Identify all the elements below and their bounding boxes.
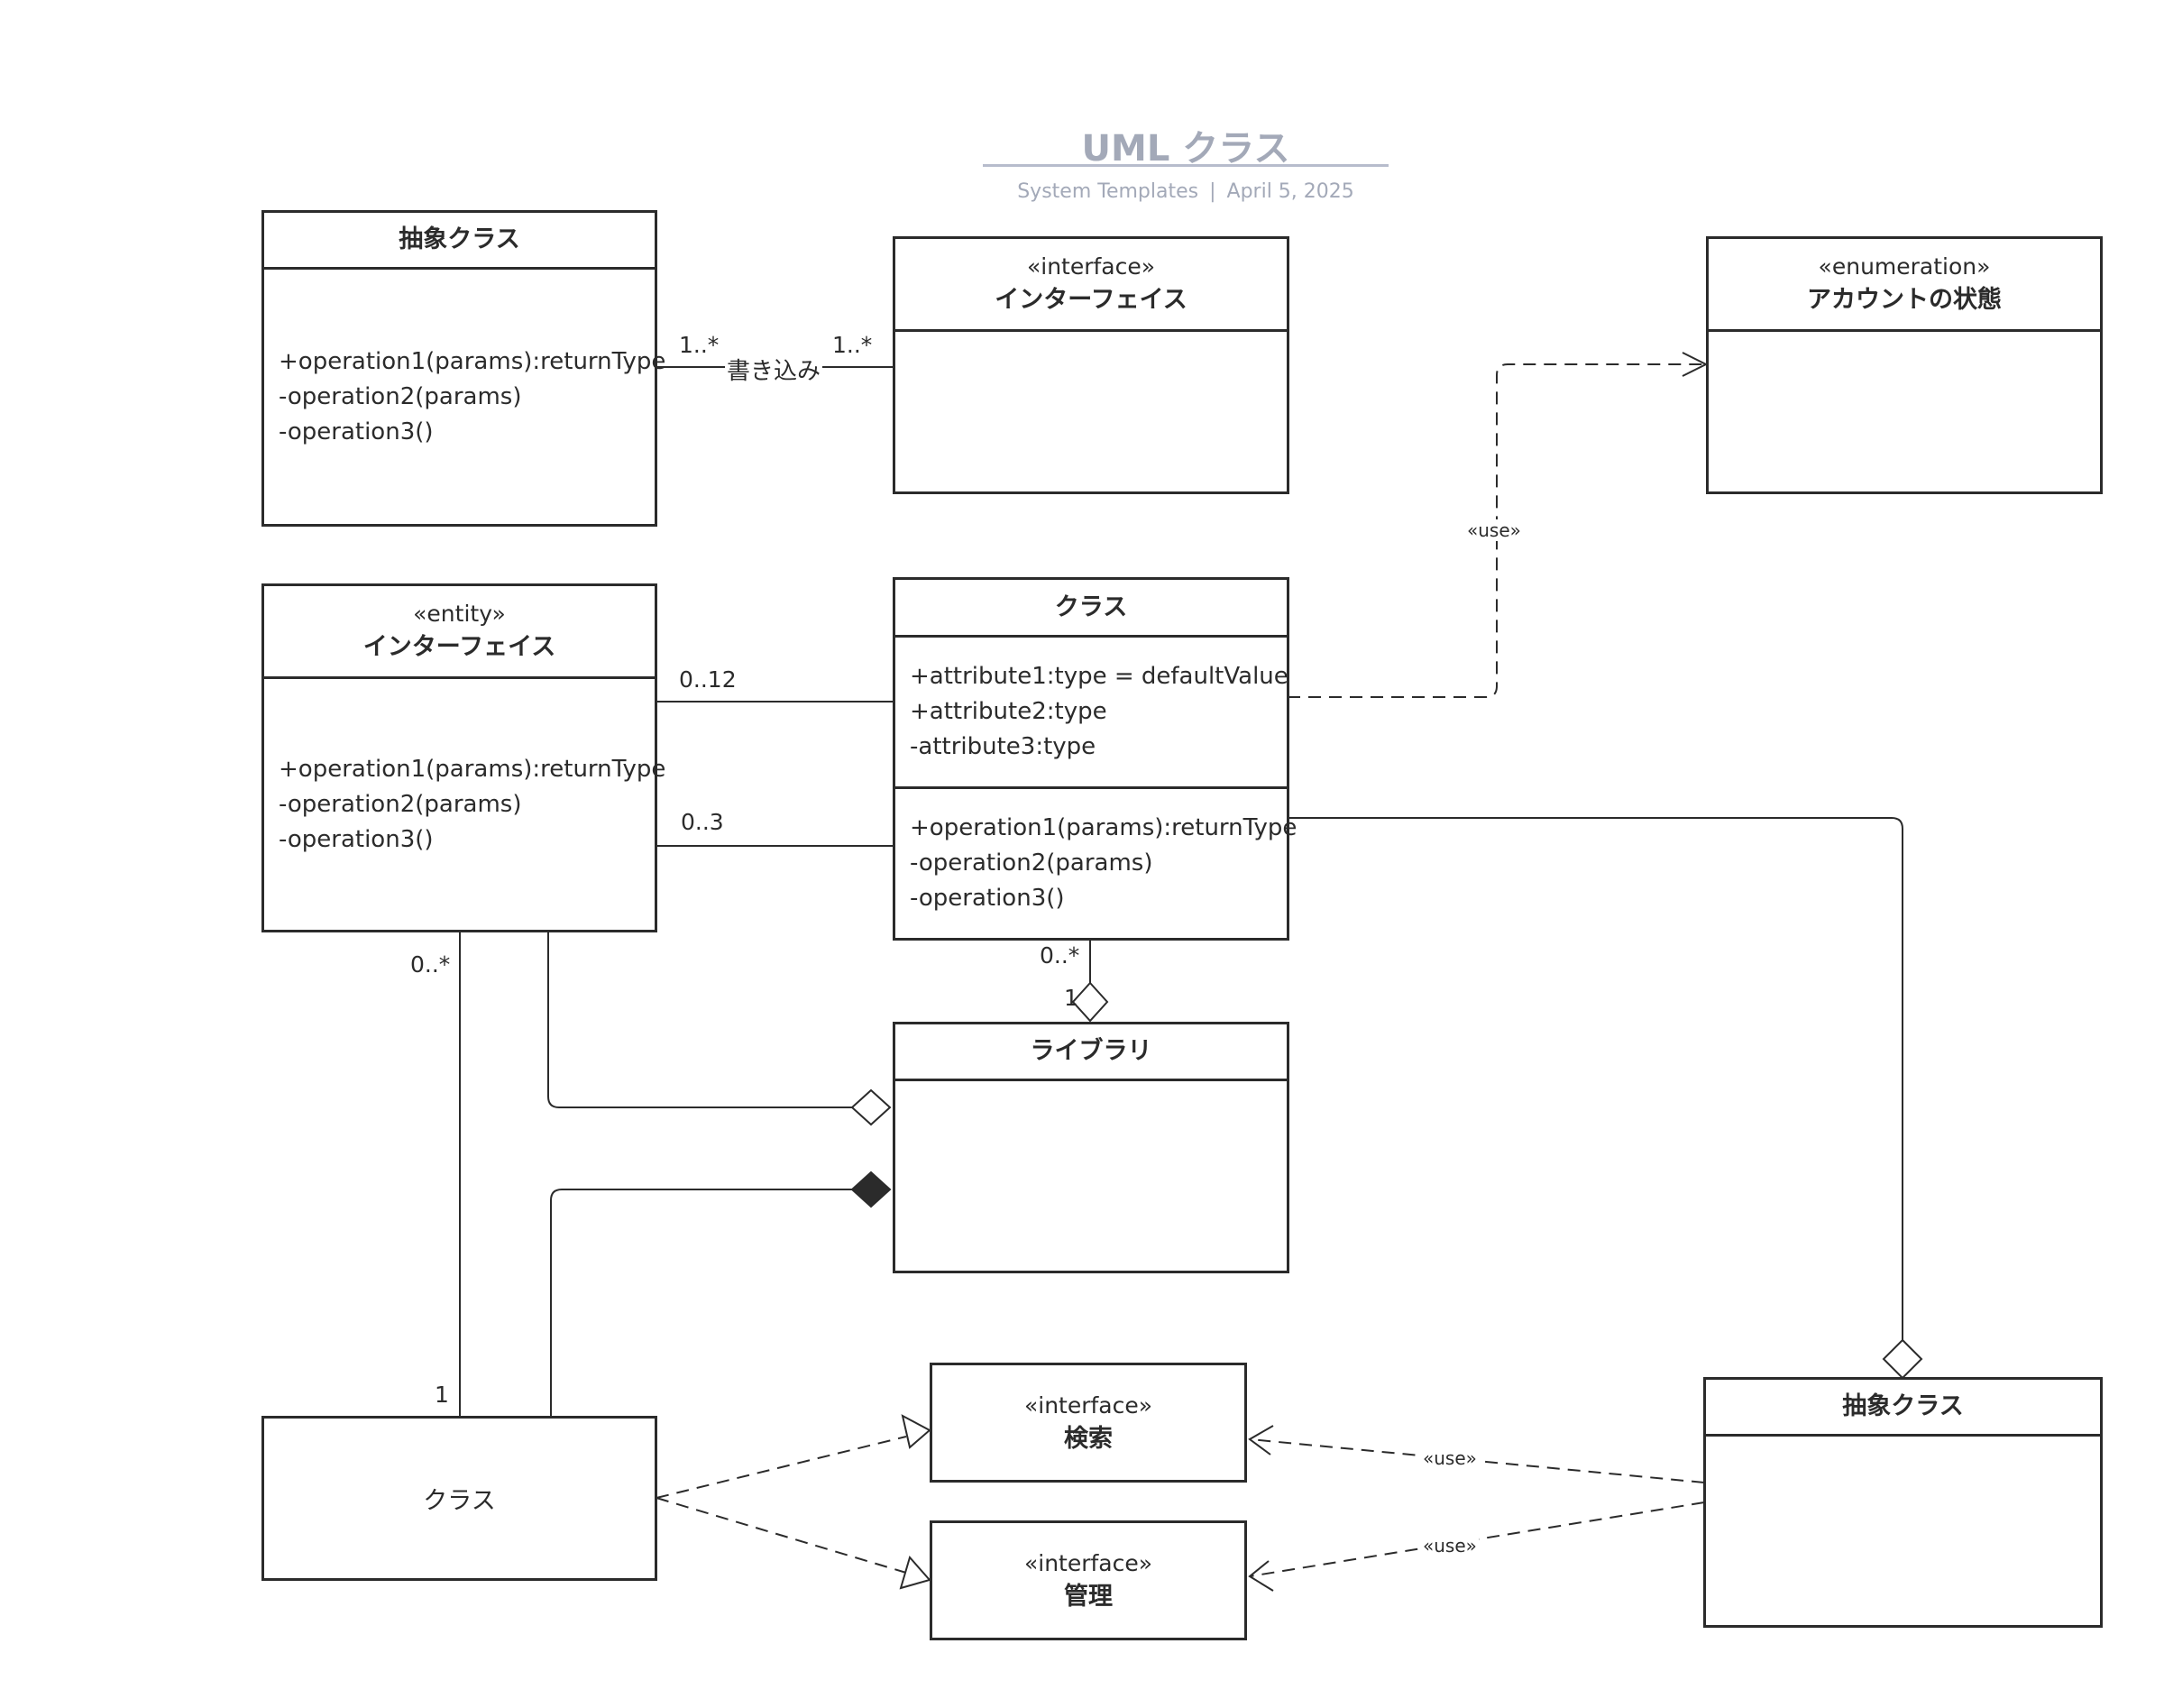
attribute-line: -attribute3:type — [910, 733, 1096, 760]
class-header: クラス — [895, 580, 1287, 638]
multiplicity-label: 1 — [1064, 985, 1078, 1011]
class-header: «interface» インターフェイス — [895, 239, 1287, 332]
realization-search-line[interactable] — [656, 1436, 907, 1499]
class-name: インターフェイス — [995, 286, 1187, 314]
multiplicity-label: 1 — [435, 1382, 449, 1408]
class-box-enumeration[interactable]: «enumeration» アカウントの状態 — [1706, 236, 2103, 494]
realization-manage-triangle — [899, 1555, 931, 1590]
operation-line: -operation3() — [279, 418, 434, 445]
realization-manage-line[interactable] — [656, 1497, 907, 1574]
class-name: 抽象クラス — [399, 225, 520, 253]
operations-section: +operation1(params):returnType -operatio… — [264, 270, 666, 524]
stereotype-label: «entity» — [413, 601, 506, 627]
class-header: ライブラリ — [895, 1024, 1287, 1081]
stereotype-label: «interface» — [1023, 1391, 1153, 1419]
class-header: «enumeration» アカウントの状態 — [1709, 239, 2100, 332]
stereotype-label: «interface» — [1023, 1549, 1153, 1576]
operation-line: -operation2(params) — [279, 790, 522, 818]
class-box-plain[interactable]: クラス — [261, 1416, 657, 1581]
operation-line: +operation1(params):returnType — [279, 755, 666, 783]
use-dependency-label: «use» — [1421, 1447, 1479, 1469]
class-abstract-aggregation-diamond — [1882, 1338, 1923, 1380]
operation-line: -operation2(params) — [910, 849, 1153, 877]
use-manage-arrowhead — [1248, 1560, 1274, 1592]
class-library-aggregation-diamond — [1071, 981, 1109, 1023]
page-title: UML クラス — [1081, 128, 1290, 170]
operation-line: -operation2(params) — [279, 382, 522, 410]
title-underline — [983, 164, 1389, 167]
class-name: クラス — [1054, 592, 1128, 621]
entity-library-aggregation-diamond — [850, 1088, 892, 1126]
attributes-section: +attribute1:type = defaultValue +attribu… — [895, 638, 1288, 789]
stereotype-label: «interface» — [1026, 253, 1156, 280]
class-header: «entity» インターフェイス — [264, 586, 655, 679]
class-box-main[interactable]: クラス +attribute1:type = defaultValue +att… — [893, 577, 1297, 941]
operation-line: -operation3() — [910, 885, 1065, 912]
use-search-arrowhead — [1248, 1425, 1274, 1455]
class-box-library[interactable]: ライブラリ — [893, 1022, 1289, 1273]
operation-line: -operation3() — [279, 825, 434, 853]
operation-line: +operation1(params):returnType — [910, 814, 1297, 841]
use-dependency-label: «use» — [1465, 519, 1523, 541]
multiplicity-label: 0..3 — [681, 809, 724, 835]
plain-library-composition-line[interactable] — [550, 1189, 852, 1418]
plain-library-composition-diamond — [850, 1171, 892, 1208]
class-name: クラス — [423, 1487, 496, 1515]
multiplicity-label: 1..* — [679, 332, 720, 358]
multiplicity-label: 0..* — [1040, 942, 1080, 969]
class-header: «interface» 検索 — [932, 1365, 1244, 1480]
class-name: アカウントの状態 — [1807, 286, 2002, 314]
use-dependency-label: «use» — [1421, 1535, 1479, 1556]
class-name: ライブラリ — [1030, 1037, 1152, 1065]
entity-library-aggregation-line[interactable] — [547, 932, 852, 1108]
association-label: 書き込み — [725, 353, 823, 386]
page-subtitle: System Templates | April 5, 2025 — [938, 180, 1434, 203]
attribute-line: +attribute1:type = defaultValue — [910, 663, 1288, 690]
class-abstract-aggregation-line[interactable] — [1288, 817, 1903, 1340]
class-header: 抽象クラス — [1706, 1380, 2100, 1437]
class-enum-dependency[interactable] — [1288, 363, 1706, 698]
attribute-line: +attribute2:type — [910, 698, 1107, 725]
class-box-manage-interface[interactable]: «interface» 管理 — [930, 1520, 1247, 1640]
multiplicity-label: 0..* — [410, 951, 451, 978]
class-name: 抽象クラス — [1842, 1392, 1964, 1420]
operations-section: +operation1(params):returnType -operatio… — [895, 789, 1297, 938]
class-name: 検索 — [1064, 1424, 1113, 1453]
class-box-abstract-bottom[interactable]: 抽象クラス — [1703, 1377, 2103, 1628]
date-label: April 5, 2025 — [1226, 180, 1354, 203]
realization-search-triangle — [901, 1414, 931, 1449]
class-box-search-interface[interactable]: «interface» 検索 — [930, 1363, 1247, 1483]
class-box-abstract-top[interactable]: 抽象クラス +operation1(params):returnType -op… — [261, 210, 666, 527]
stereotype-label: «enumeration» — [1818, 253, 1991, 280]
class-name: 管理 — [1064, 1582, 1113, 1611]
multiplicity-label: 1..* — [832, 332, 873, 358]
multiplicity-label: 0..12 — [679, 666, 737, 693]
class-name: インターフェイス — [362, 633, 556, 661]
class-header: 抽象クラス — [264, 213, 655, 270]
operations-section: +operation1(params):returnType -operatio… — [264, 679, 666, 930]
operation-line: +operation1(params):returnType — [279, 347, 666, 375]
class-box-entity[interactable]: «entity» インターフェイス +operation1(params):re… — [261, 583, 666, 932]
class-header: «interface» 管理 — [932, 1523, 1244, 1638]
class-box-interface-top[interactable]: «interface» インターフェイス — [893, 236, 1289, 494]
source-label: System Templates — [1017, 180, 1199, 203]
subtitle-separator: | — [1209, 180, 1216, 203]
